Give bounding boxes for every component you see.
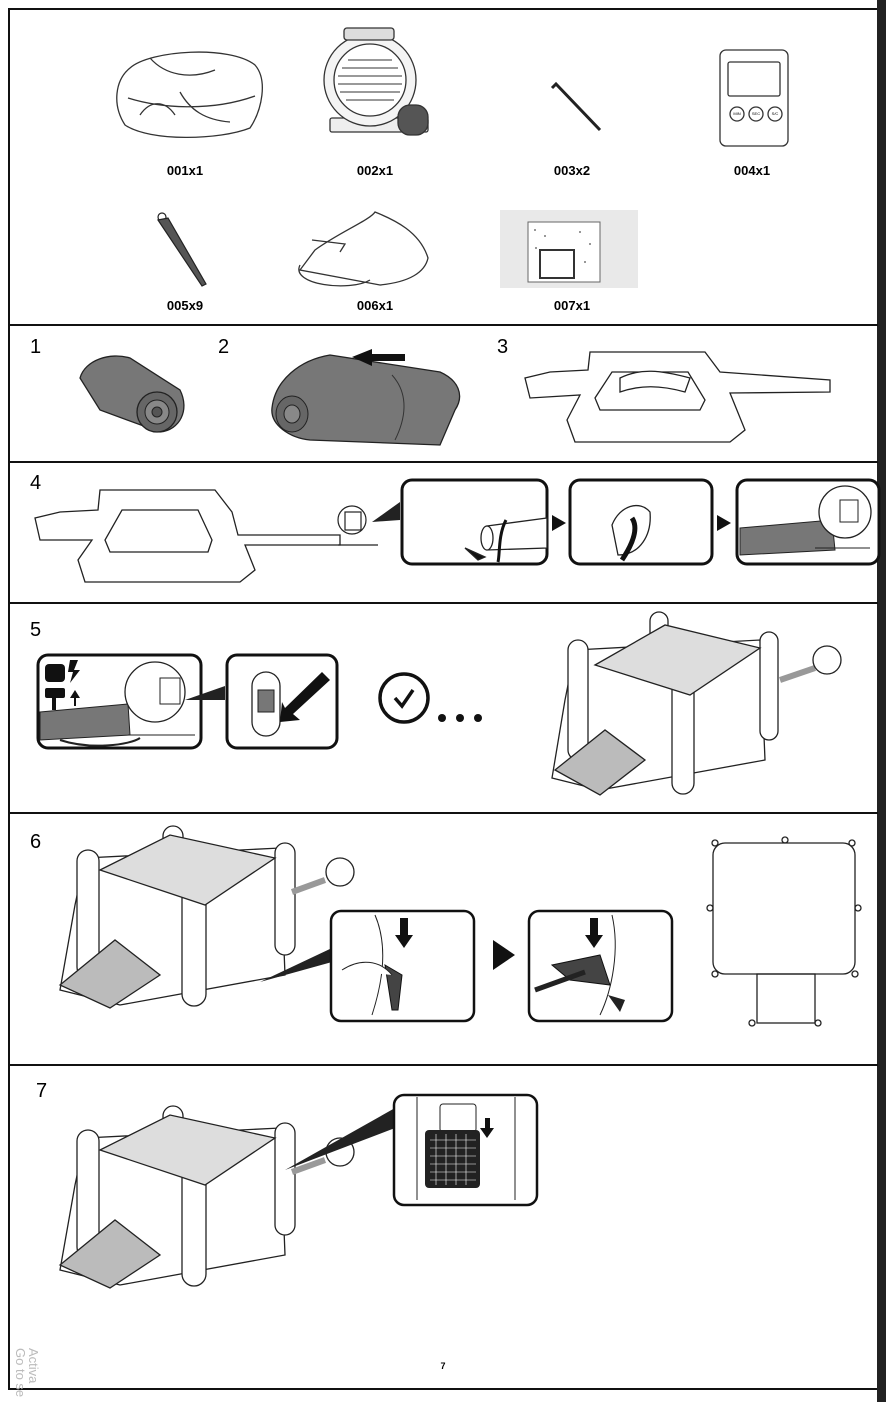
watermark-line: Activa xyxy=(26,1348,41,1384)
part-label: 006x1 xyxy=(356,298,394,313)
part-label: 004x1 xyxy=(733,163,771,178)
flat-bouncer-icon xyxy=(524,351,831,443)
stake-layout-icon xyxy=(706,836,862,1027)
timer-button-min: MIN xyxy=(733,111,741,116)
step-number: 3 xyxy=(497,336,509,358)
timer-button-sec: SEC xyxy=(751,111,761,116)
part-label: 007x1 xyxy=(553,298,591,313)
section-divider xyxy=(10,1064,878,1066)
play-arrow-icon xyxy=(717,515,731,531)
play-arrow-icon xyxy=(552,515,566,531)
hook-stake-icon xyxy=(550,81,602,132)
switch-icon xyxy=(251,671,330,737)
watermark-line: Go to se xyxy=(13,1348,28,1398)
inflated-bouncer-icon xyxy=(551,611,842,796)
blower-icon xyxy=(337,505,378,546)
part-label: 002x1 xyxy=(356,163,394,178)
callout-icon xyxy=(372,502,400,522)
callout-icon xyxy=(260,948,332,982)
section-divider xyxy=(10,602,878,604)
repair-kit-icon xyxy=(500,210,638,288)
power-plug-icon xyxy=(45,660,80,710)
tie-tube-icon xyxy=(464,517,548,563)
stake-insert-icon xyxy=(341,914,413,1016)
blower-connected-icon xyxy=(739,485,872,556)
callout-icon xyxy=(185,686,225,700)
unroll-bouncer-icon xyxy=(271,354,461,446)
inflated-bouncer-icon xyxy=(58,1105,355,1289)
parts-illustrations xyxy=(116,27,789,288)
page-number: 7 xyxy=(440,1361,446,1371)
activation-watermark: Activa Go to se xyxy=(13,1348,41,1398)
timer-icon xyxy=(719,49,789,147)
callout-icon xyxy=(285,1108,395,1170)
storage-bag-icon xyxy=(298,211,429,287)
steps-1-3-illustrations xyxy=(79,349,831,446)
flat-bouncer-icon xyxy=(34,489,341,583)
timer-button-sc: S/C xyxy=(771,111,779,116)
detail-panel xyxy=(329,909,476,1023)
step-number: 4 xyxy=(30,472,42,494)
step-4-illustrations xyxy=(34,478,881,583)
step-number: 2 xyxy=(218,336,230,358)
timer-pocket-icon xyxy=(416,1097,516,1200)
step-number: 6 xyxy=(30,831,42,853)
step-number: 7 xyxy=(36,1080,48,1102)
blower-icon xyxy=(323,27,429,136)
ground-stake-icon xyxy=(157,212,207,287)
step-5-illustrations xyxy=(36,611,842,796)
step-number: 1 xyxy=(30,336,42,358)
clock-icon xyxy=(378,672,430,724)
part-label: 003x2 xyxy=(553,163,591,178)
arrow-left-icon xyxy=(352,349,405,366)
part-label: 005x9 xyxy=(166,298,204,313)
hammer-icon xyxy=(534,914,625,1016)
inflated-bouncer-icon xyxy=(58,825,355,1009)
section-divider xyxy=(10,812,878,814)
rolled-bouncer-icon xyxy=(79,355,185,433)
section-divider xyxy=(10,461,878,463)
tied-tube-icon xyxy=(611,504,651,562)
step-number: 5 xyxy=(30,619,42,641)
scrollbar[interactable] xyxy=(877,0,886,1402)
step-7-illustrations xyxy=(58,1093,539,1289)
ellipsis-icon xyxy=(438,714,482,722)
play-arrow-icon xyxy=(493,940,515,970)
part-label: 001x1 xyxy=(166,163,204,178)
section-divider xyxy=(10,324,878,326)
folded-bouncer-icon xyxy=(116,51,263,139)
blower-connected-icon xyxy=(39,661,195,747)
step-6-illustrations xyxy=(58,825,862,1027)
